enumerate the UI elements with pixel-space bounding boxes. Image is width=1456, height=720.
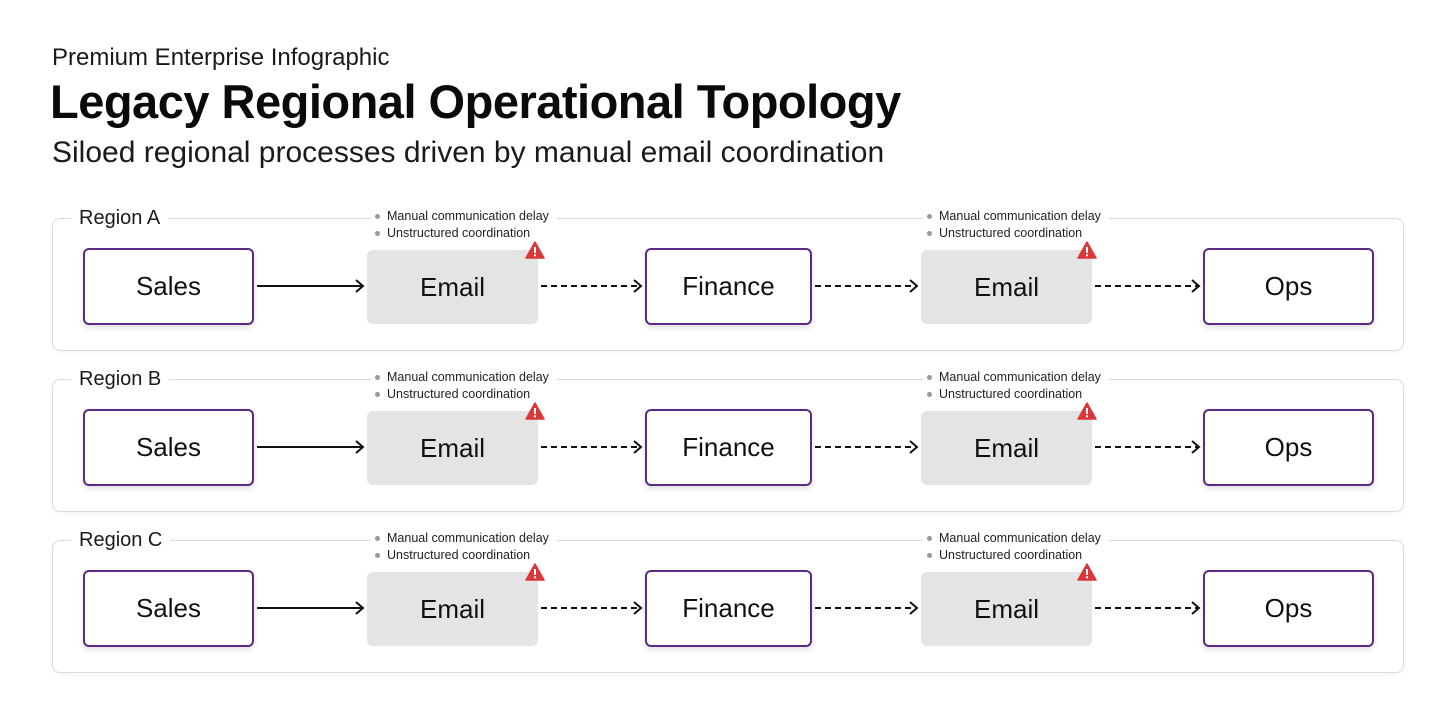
warning-triangle-icon [525, 241, 545, 259]
bullet-dot-icon [927, 536, 932, 541]
note-text: Unstructured coordination [387, 226, 531, 240]
note-item: Manual communication delay [375, 530, 549, 547]
region-label: Region B [71, 367, 170, 391]
region-panel: Region B Sales Email Finance Email Ops Manual … [52, 367, 1404, 512]
note-item: Unstructured coordination [375, 547, 549, 564]
region-panel: Region C Sales Email Finance Email Ops Manual … [52, 528, 1404, 673]
dashed-arrow [1095, 277, 1201, 293]
region-label: Region A [71, 206, 169, 230]
email-node: Email [921, 572, 1092, 646]
process-node: Finance [645, 248, 812, 325]
process-node: Sales [83, 248, 254, 325]
process-node: Ops [1203, 409, 1374, 486]
note-text: Manual communication delay [939, 531, 1101, 545]
note-text: Unstructured coordination [939, 226, 1083, 240]
note-text: Unstructured coordination [387, 548, 531, 562]
warning-triangle-icon [525, 563, 545, 581]
dashed-arrow [541, 438, 643, 454]
solid-arrow [257, 438, 365, 454]
email-node: Email [367, 250, 538, 324]
note-text: Unstructured coordination [939, 387, 1083, 401]
email-node: Email [921, 411, 1092, 485]
email-node: Email [921, 250, 1092, 324]
bullet-dot-icon [375, 392, 380, 397]
dashed-arrow [541, 599, 643, 615]
note-item: Manual communication delay [927, 369, 1101, 386]
email-node: Email [367, 411, 538, 485]
warning-triangle-icon [525, 402, 545, 420]
note-item: Unstructured coordination [927, 386, 1101, 403]
process-node: Finance [645, 570, 812, 647]
region-label: Region C [71, 528, 171, 552]
warning-triangle-icon [1077, 563, 1097, 581]
page-subtitle: Siloed regional processes driven by manu… [52, 136, 885, 169]
note-item: Unstructured coordination [375, 225, 549, 242]
note-text: Unstructured coordination [387, 387, 531, 401]
solid-arrow [257, 277, 365, 293]
dashed-arrow [815, 438, 919, 454]
note-item: Manual communication delay [375, 208, 549, 225]
bullet-dot-icon [375, 553, 380, 558]
process-node: Ops [1203, 248, 1374, 325]
kicker: Premium Enterprise Infographic [52, 44, 390, 71]
bullet-dot-icon [375, 214, 380, 219]
process-node: Sales [83, 409, 254, 486]
bullet-dot-icon [375, 231, 380, 236]
dashed-arrow [815, 599, 919, 615]
warning-triangle-icon [1077, 402, 1097, 420]
note-text: Manual communication delay [387, 370, 549, 384]
dashed-arrow [815, 277, 919, 293]
note-text: Manual communication delay [939, 209, 1101, 223]
warning-triangle-icon [1077, 241, 1097, 259]
page-title: Legacy Regional Operational Topology [50, 75, 901, 128]
process-node: Sales [83, 570, 254, 647]
process-node: Finance [645, 409, 812, 486]
bullet-dot-icon [927, 392, 932, 397]
note-item: Manual communication delay [927, 208, 1101, 225]
bullet-dot-icon [927, 375, 932, 380]
bullet-dot-icon [927, 214, 932, 219]
note-item: Manual communication delay [375, 369, 549, 386]
process-node: Ops [1203, 570, 1374, 647]
dashed-arrow [1095, 599, 1201, 615]
note-text: Unstructured coordination [939, 548, 1083, 562]
dashed-arrow [541, 277, 643, 293]
note-item: Unstructured coordination [927, 547, 1101, 564]
dashed-arrow [1095, 438, 1201, 454]
bullet-dot-icon [927, 231, 932, 236]
note-item: Unstructured coordination [375, 386, 549, 403]
note-item: Unstructured coordination [927, 225, 1101, 242]
note-text: Manual communication delay [387, 531, 549, 545]
email-node: Email [367, 572, 538, 646]
bullet-dot-icon [375, 536, 380, 541]
region-panel: Region A Sales Email Finance Email Ops Manual … [52, 206, 1404, 351]
bullet-dot-icon [927, 553, 932, 558]
note-item: Manual communication delay [927, 530, 1101, 547]
note-text: Manual communication delay [939, 370, 1101, 384]
note-text: Manual communication delay [387, 209, 549, 223]
bullet-dot-icon [375, 375, 380, 380]
solid-arrow [257, 599, 365, 615]
